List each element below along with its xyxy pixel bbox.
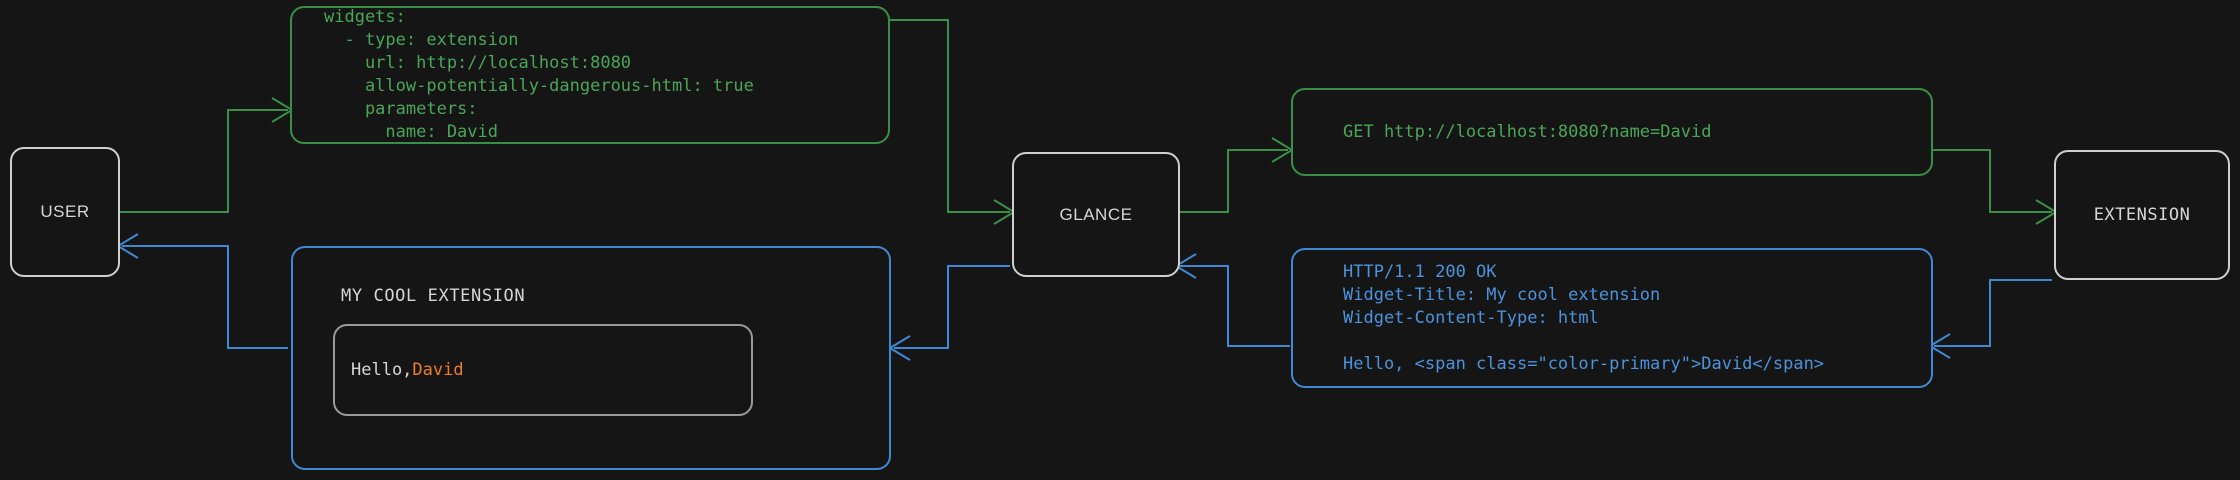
config-yaml-line-5: name: David	[324, 122, 498, 142]
http-response-line-2: Widget-Content-Type: html	[1343, 307, 1599, 328]
config-yaml-line-1: - type: extension	[324, 30, 519, 50]
rendered-widget-title: MY COOL EXTENSION	[341, 286, 526, 306]
http-response-line-1: Widget-Title: My cool extension	[1343, 284, 1661, 305]
http-response-line-0: HTTP/1.1 200 OK	[1343, 261, 1497, 282]
http-request-line-0: GET http://localhost:8080?name=David	[1343, 121, 1712, 142]
rendered-widget-name: David	[412, 360, 464, 380]
rendered-widget-greeting: Hello,	[351, 360, 413, 380]
bubble-http-response: HTTP/1.1 200 OK Widget-Title: My cool ex…	[1291, 248, 1933, 388]
node-user[interactable]: USER	[10, 147, 120, 277]
http-response-line-4: Hello, <span class="color-primary">David…	[1343, 353, 1825, 374]
bubble-rendered-widget: MY COOL EXTENSION Hello, David	[291, 246, 891, 470]
config-yaml-line-3: allow-potentially-dangerous-html: true	[324, 76, 754, 96]
config-yaml-line-0: widgets:	[324, 7, 406, 27]
node-extension[interactable]: EXTENSION	[2054, 150, 2230, 280]
rendered-widget-body: Hello, David	[333, 324, 753, 416]
node-user-label: USER	[40, 202, 90, 221]
node-glance-label: GLANCE	[1059, 204, 1133, 224]
bubble-http-request: GET http://localhost:8080?name=David	[1291, 88, 1933, 176]
node-glance[interactable]: GLANCE	[1012, 152, 1180, 277]
node-extension-label: EXTENSION	[2093, 205, 2191, 225]
bubble-config-yaml: widgets: - type: extension url: http://l…	[290, 6, 890, 144]
http-response-line-3	[1343, 330, 1931, 353]
config-yaml-line-4: parameters:	[324, 99, 478, 119]
config-yaml-line-2: url: http://localhost:8080	[324, 53, 632, 73]
